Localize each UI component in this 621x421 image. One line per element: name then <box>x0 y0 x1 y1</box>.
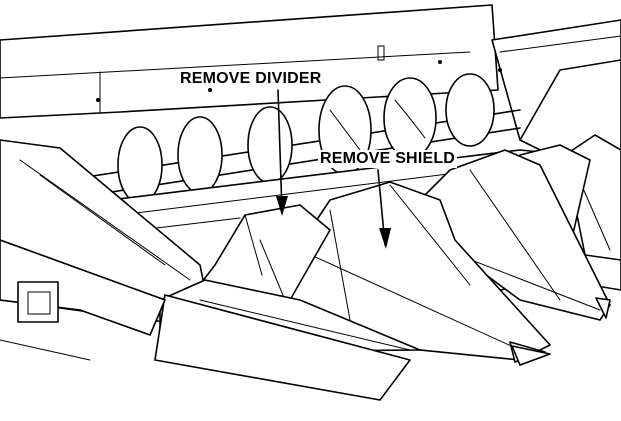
remove-shield-label: REMOVE SHIELD <box>318 150 458 168</box>
end-divider-left <box>0 139 421 401</box>
remove-divider-label: REMOVE DIVIDER <box>178 70 324 88</box>
callout-arrows <box>276 89 391 249</box>
cone-tips <box>511 345 551 366</box>
left-frame-skid <box>0 239 166 361</box>
